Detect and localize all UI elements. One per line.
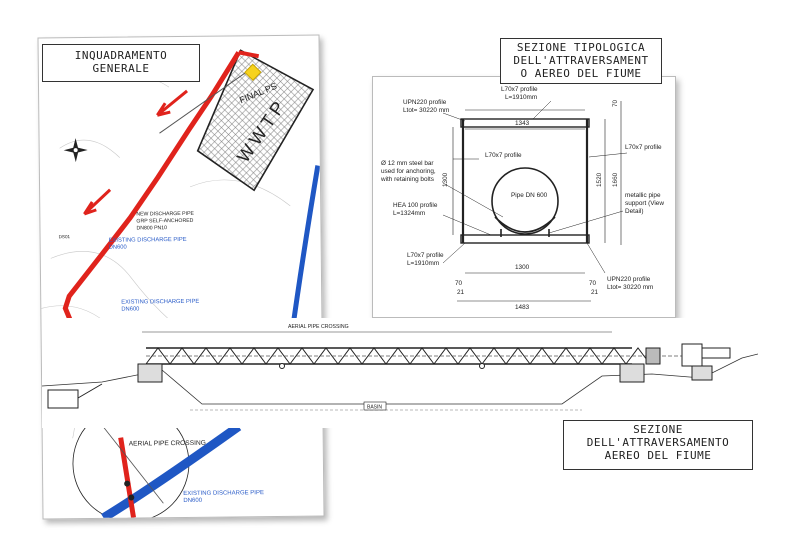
new-pipe-label-3: DN800 PN10 [136,225,167,231]
elevation-panel: AERIAL PIPE CROSSING BASIN [42,318,758,428]
pipe-saddle [494,216,556,233]
steel-bar-label: Ø 12 mm steel bar [381,160,434,167]
left-chamber [47,389,79,409]
crossing-elevation-drawing: AERIAL PIPE CROSSING BASIN [42,324,758,411]
typical-section-panel: UPN220 profile Ltot= 30220 mm L70x7 prof… [372,76,676,318]
upn-bottom-length: Ltot= 30220 mm [607,284,653,291]
support-label: metallic pipe [625,192,661,199]
pipe-fitting [645,347,661,365]
support-node-icon [279,363,285,369]
existing-pipe-label-1: EXISTING DISCHARGE PIPE [109,237,187,244]
caption-elevation: SEZIONE DELL'ATTRAVERSAMENTO AEREO DEL F… [563,420,753,470]
north-arrow-icon [63,138,88,163]
upn-top-length: Ltot= 30220 mm [403,107,449,114]
existing-pipe-line [289,165,321,337]
flow-arrow-icon [83,188,112,216]
existing-pipe-label-3-dn: DN600 [183,498,202,504]
inset-axis [102,425,164,504]
upn-bottom-label: UPN220 profile [607,276,651,283]
pipe-circle [491,167,559,235]
hea-length: L=1324mm [393,210,425,217]
l70-bottom-label: L70x7 profile [407,252,444,259]
dim-top-inner: 1343 [515,120,530,127]
outlet-pipe [701,347,731,359]
existing-pipe-label-1-dn: DN600 [109,245,127,251]
top-beam [460,118,590,128]
dim-left-21: 21 [457,289,465,296]
caption-line: O AEREO DEL FIUME [520,67,642,80]
existing-pipe-label-2: EXISTING DISCHARGE PIPE [121,299,199,306]
ds-label: DS01 [59,234,71,239]
caption-line: SEZIONE TIPOLOGICA [516,41,646,54]
bottom-beam [460,234,590,244]
final-ps-marker-icon [244,63,262,81]
wwtp-area [196,49,315,192]
caption-location-plan: INQUADRAMENTO GENERALE [42,44,200,82]
l70-top-length: L=1910mm [505,94,537,101]
hea-label: HEA 100 profile [393,202,438,209]
new-pipe-label-1: NEW DISCHARGE PIPE [136,211,194,218]
caption-line: SEZIONE [633,423,683,436]
caption-line: AEREO DEL FIUME [604,449,712,462]
dim-height-mid: 1520 [596,172,603,187]
support-label-3: Detail) [625,208,643,215]
dim-top-offset: 70 [612,99,619,107]
dim-height-total: 1660 [612,172,619,187]
support-node-icon [479,363,485,369]
l70-right-label: L70x7 profile [625,144,662,151]
right-foundation [691,365,713,381]
valve-icon [128,494,135,501]
truss-diagonals [145,347,651,365]
left-abutment [137,363,163,383]
typical-section-drawing: UPN220 profile Ltot= 30220 mm L70x7 prof… [380,86,664,311]
dim-bottom-inner: 1300 [515,264,530,271]
caption-line: GENERALE [92,62,150,75]
basin-label: BASIN [367,405,382,411]
pipe-spur [238,50,260,59]
dim-right-21: 21 [591,289,599,296]
branch-line [159,65,256,134]
existing-pipe-label-2-dn: DN600 [121,306,139,312]
steel-bar-label-2: used for anchoring, [381,168,436,175]
dim-right-70: 70 [589,280,597,287]
dim-bottom-total: 1483 [515,304,530,311]
upn-top-label: UPN220 profile [403,99,447,106]
valve-icon [124,480,131,487]
steel-bar-label-3: with retaining bolts [380,176,434,183]
existing-pipe-inset [101,422,242,520]
l70-mid-label: L70x7 profile [485,152,522,159]
map-panel: FINAL PS WWTP NEW DISCHARGE PIPE GRP SEL… [37,34,325,520]
dim-left-70: 70 [455,280,463,287]
caption-line: DELL'ATTRAVERSAMENT [513,54,649,67]
new-pipe-inset [118,437,136,518]
elevation-title: AERIAL PIPE CROSSING [288,324,349,330]
pipe-label: Pipe DN 600 [511,192,548,199]
location-plan: FINAL PS WWTP NEW DISCHARGE PIPE GRP SEL… [41,49,321,520]
l70-top-label: L70x7 profile [501,86,538,93]
support-label-2: support (View [625,200,664,207]
l70-bottom-length: L=1910mm [407,260,439,267]
valve-chamber [681,343,703,367]
caption-line: INQUADRAMENTO [74,49,168,62]
ground-line [42,353,758,405]
existing-pipe-label-3: EXISTING DISCHARGE PIPE [183,490,264,497]
caption-typical-section: SEZIONE TIPOLOGICA DELL'ATTRAVERSAMENT O… [500,38,662,84]
basin-box [363,401,387,411]
inlet-pipe [77,383,103,399]
dim-height-inner: 1300 [442,172,449,187]
caption-line: DELL'ATTRAVERSAMENTO [586,436,730,449]
right-abutment [619,363,645,383]
flow-arrow-icon [156,89,189,117]
aerial-crossing-label: AERIAL PIPE CROSSING [129,440,206,448]
new-pipe-label-2: GRP SELF-ANCHORED [136,218,193,225]
